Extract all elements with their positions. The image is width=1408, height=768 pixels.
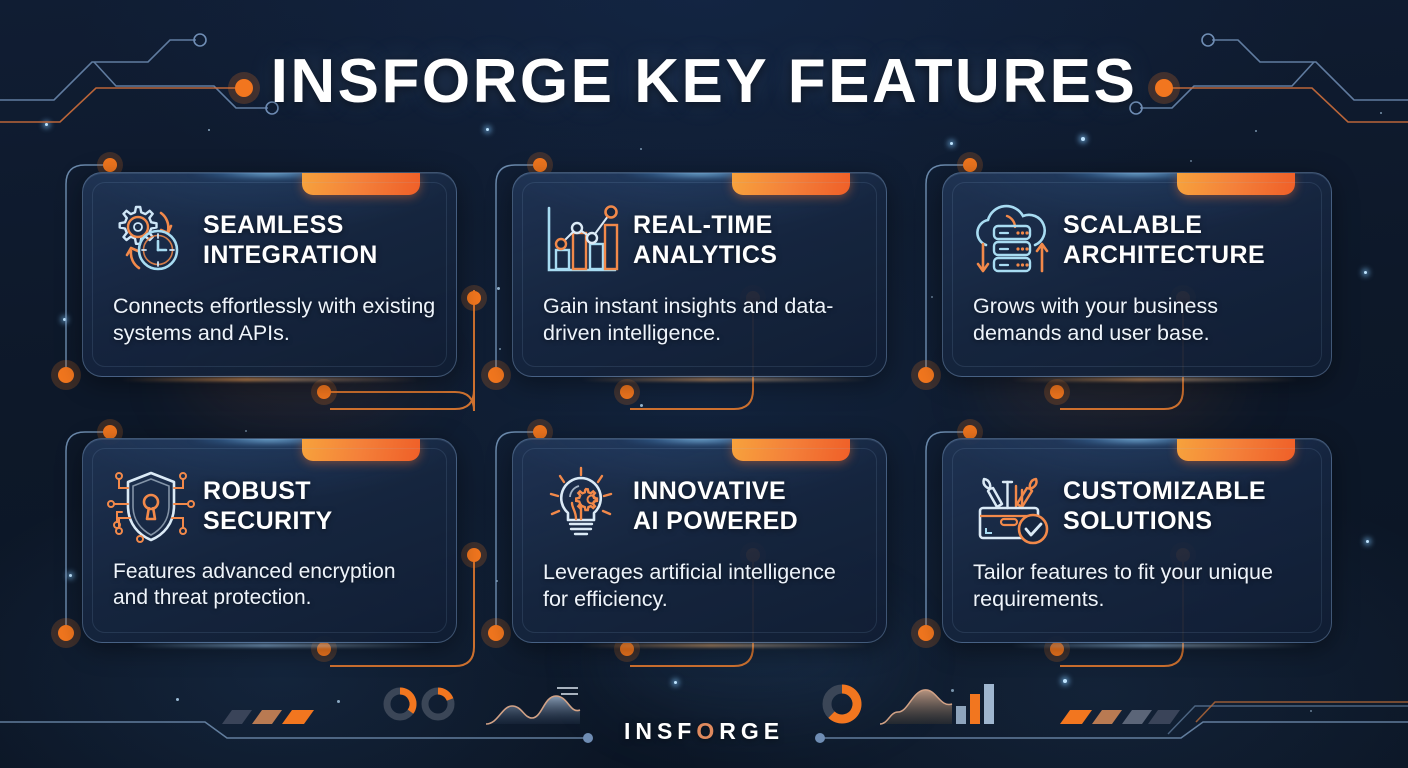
card-title-line-1: REAL-TIME [633, 211, 773, 239]
footer: INSFORGE [0, 666, 1408, 768]
card-top-glow [154, 439, 385, 449]
card-accent-tab [732, 173, 850, 195]
card-description: Features advanced encryption and threat … [113, 560, 396, 610]
card-slot-5: INNOVATIVE AI POWERED Leverages artifici… [490, 426, 890, 651]
card-accent-tab [302, 173, 420, 195]
card-accent-tab [1177, 439, 1295, 461]
card-header: CUSTOMIZABLE SOLUTIONS [965, 463, 1313, 549]
card-header: REAL-TIME ANALYTICS [535, 197, 868, 283]
card-slot-4: ROBUST SECURITY Features advanced encryp… [60, 426, 460, 651]
card-header: INNOVATIVE AI POWERED [535, 463, 868, 549]
brand-prefix: INSF [623, 718, 697, 744]
card-description: Gain instant insights and data-driven in… [543, 294, 834, 346]
card-title-line-2: ANALYTICS [633, 241, 778, 269]
card-title-line-2: SOLUTIONS [1063, 507, 1213, 535]
card-top-glow [584, 439, 815, 449]
card-header: ROBUST SECURITY [105, 463, 438, 549]
feature-card-scalable-architecture[interactable]: SCALABLE ARCHITECTURE Grows with your bu… [942, 172, 1332, 377]
donut-chart-icon-2 [421, 687, 455, 721]
toolbox-tools-check-icon [965, 465, 1057, 547]
card-slot-3: SCALABLE ARCHITECTURE Grows with your bu… [920, 160, 1332, 385]
card-slot-1: SEAMLESS INTEGRATION Connects effortless… [60, 160, 460, 385]
card-title-line-1: ROBUST [203, 477, 311, 505]
feature-card-innovative-ai-powered[interactable]: INNOVATIVE AI POWERED Leverages artifici… [512, 438, 887, 643]
card-top-glow [1022, 439, 1252, 449]
card-accent-tab [732, 439, 850, 461]
card-title-line-1: SEAMLESS [203, 211, 344, 239]
card-title-line-2: INTEGRATION [203, 241, 378, 269]
header: INSFORGE KEY FEATURES [0, 0, 1408, 160]
card-slot-6: CUSTOMIZABLE SOLUTIONS Tailor features t… [920, 426, 1332, 651]
brand-logo: INSFORGE [0, 718, 1408, 745]
card-bottom-glow [120, 378, 420, 381]
card-top-glow [1022, 173, 1252, 183]
card-top-glow [584, 173, 815, 183]
feature-card-real-time-analytics[interactable]: REAL-TIME ANALYTICS Gain instant insight… [512, 172, 887, 377]
card-description: Tailor features to fit your unique requi… [973, 560, 1273, 612]
card-title-line-1: INNOVATIVE [633, 477, 787, 505]
card-title-line-1: CUSTOMIZABLE [1063, 477, 1266, 505]
card-top-glow [154, 173, 385, 183]
brand-suffix: RGE [719, 718, 785, 744]
feature-card-customizable-solutions[interactable]: CUSTOMIZABLE SOLUTIONS Tailor features t… [942, 438, 1332, 643]
circuit-ring-icon [1201, 33, 1215, 47]
donut-chart-icon-3 [822, 684, 862, 724]
card-accent-tab [302, 439, 420, 461]
bar-chart-line-graph-icon [535, 199, 627, 281]
card-title-line-2: AI POWERED [633, 507, 799, 535]
card-slot-2: REAL-TIME ANALYTICS Gain instant insight… [490, 160, 890, 385]
card-title: REAL-TIME ANALYTICS [633, 210, 777, 270]
card-title-line-1: SCALABLE [1063, 211, 1203, 239]
footer-decorations [0, 684, 1408, 743]
card-description: Leverages artificial intelligence for ef… [543, 560, 836, 612]
lightbulb-gear-icon [535, 465, 627, 547]
feature-card-seamless-integration[interactable]: SEAMLESS INTEGRATION Connects effortless… [82, 172, 457, 377]
shield-keyhole-circuit-icon [105, 465, 197, 547]
card-bottom-glow [580, 644, 870, 647]
brand-accent-letter: O [696, 718, 720, 744]
card-title: CUSTOMIZABLE SOLUTIONS [1063, 476, 1266, 536]
card-title: INNOVATIVE AI POWERED [633, 476, 798, 536]
card-title: SCALABLE ARCHITECTURE [1063, 210, 1265, 270]
card-title: ROBUST SECURITY [203, 476, 333, 536]
feature-card-robust-security[interactable]: ROBUST SECURITY Features advanced encryp… [82, 438, 457, 643]
card-bottom-glow [1010, 644, 1310, 647]
circuit-ring-icon [193, 33, 207, 47]
card-description: Connects effortlessly with existing syst… [113, 294, 436, 346]
page-title: INSFORGE KEY FEATURES [270, 47, 1138, 116]
card-bottom-glow [1010, 378, 1300, 381]
card-accent-tab [1177, 173, 1295, 195]
card-title: SEAMLESS INTEGRATION [203, 210, 378, 270]
card-header: SEAMLESS INTEGRATION [105, 197, 438, 283]
donut-chart-icon-1 [383, 687, 417, 721]
feature-card-grid: SEAMLESS INTEGRATION Connects effortless… [0, 152, 1408, 670]
card-bottom-glow [130, 644, 430, 647]
gear-clock-sync-icon [105, 199, 197, 281]
card-title-line-2: ARCHITECTURE [1063, 241, 1266, 269]
card-description: Grows with your business demands and use… [973, 294, 1218, 346]
cloud-server-arrows-icon [965, 199, 1057, 281]
card-header: SCALABLE ARCHITECTURE [965, 197, 1313, 283]
card-title-line-2: SECURITY [203, 507, 333, 535]
card-bottom-glow [580, 378, 870, 381]
